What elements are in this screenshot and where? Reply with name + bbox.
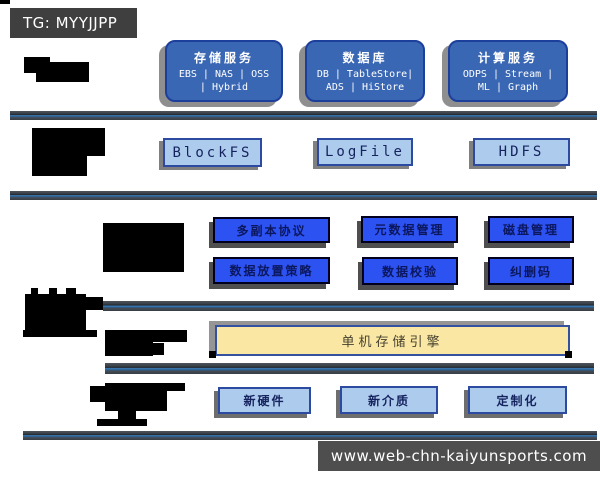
hw-box-new-media: 新介质 bbox=[340, 386, 438, 414]
fs-box-label: BlockFS bbox=[172, 144, 253, 161]
divider-bar bbox=[105, 363, 594, 374]
hw-box-label: 新介质 bbox=[367, 393, 410, 408]
feature-box-data-verify: 数据校验 bbox=[362, 257, 458, 285]
divider-bar bbox=[10, 191, 597, 200]
feature-box-label: 纠删码 bbox=[509, 264, 552, 279]
divider-bar bbox=[23, 431, 597, 440]
service-box-line1: ODPS | Stream | bbox=[462, 68, 554, 80]
fs-box-label: HDFS bbox=[498, 144, 545, 160]
redacted-text bbox=[36, 62, 89, 82]
hw-box-customization: 定制化 bbox=[468, 386, 567, 414]
service-box-line2: ML | Graph bbox=[477, 81, 539, 93]
service-box-line2: ADS | HiStore bbox=[325, 81, 405, 93]
redacted-text bbox=[31, 288, 38, 295]
feature-box-label: 磁盘管理 bbox=[502, 223, 559, 237]
redacted-text bbox=[60, 297, 103, 310]
service-box-title: 计算服务 bbox=[477, 50, 538, 65]
feature-box-replica-protocol: 多副本协议 bbox=[213, 217, 330, 243]
hw-box-label: 定制化 bbox=[496, 393, 539, 408]
fs-box-logfile: LogFile bbox=[317, 138, 413, 166]
feature-box-label: 元数据管理 bbox=[374, 223, 445, 237]
watermark-url: www.web-chn-kaiyunsports.com bbox=[330, 447, 588, 465]
feature-box-label: 数据校验 bbox=[381, 264, 438, 279]
feature-box-label: 多副本协议 bbox=[236, 223, 307, 238]
fs-box-blockfs: BlockFS bbox=[163, 138, 262, 167]
service-box-storage: 存储服务 EBS | NAS | OSS | Hybrid bbox=[165, 40, 283, 102]
redacted-text bbox=[105, 398, 165, 411]
hw-box-new-hardware: 新硬件 bbox=[218, 387, 311, 414]
feature-box-metadata-mgmt: 元数据管理 bbox=[361, 216, 458, 243]
tag-badge: TG: MYYJJPP bbox=[10, 8, 137, 38]
redacted-text bbox=[97, 419, 147, 426]
redacted-text bbox=[66, 288, 76, 295]
divider-bar bbox=[10, 111, 597, 120]
tag-badge-text: TG: MYYJJPP bbox=[23, 14, 118, 32]
watermark-banner: www.web-chn-kaiyunsports.com bbox=[318, 441, 600, 471]
service-box-line2: | Hybrid bbox=[199, 81, 249, 93]
divider-bar bbox=[103, 301, 594, 311]
engine-box-label: 单机存储引擎 bbox=[341, 335, 444, 350]
redacted-text bbox=[105, 340, 153, 356]
hw-box-label: 新硬件 bbox=[243, 394, 286, 408]
service-box-title: 数据库 bbox=[342, 50, 388, 65]
resize-handle bbox=[565, 351, 572, 358]
redacted-text bbox=[150, 343, 164, 355]
fs-box-hdfs: HDFS bbox=[473, 138, 570, 166]
feature-box-placement-policy: 数据放置策略 bbox=[213, 257, 330, 284]
service-box-compute: 计算服务 ODPS | Stream | ML | Graph bbox=[448, 40, 568, 102]
redacted-text bbox=[167, 383, 185, 391]
redacted-text bbox=[23, 330, 97, 337]
service-box-line1: DB | TableStore| bbox=[316, 68, 414, 80]
fs-box-label: LogFile bbox=[324, 144, 405, 160]
redacted-text bbox=[105, 330, 187, 342]
feature-box-erasure-coding: 纠删码 bbox=[488, 257, 574, 285]
service-box-title: 存储服务 bbox=[193, 50, 254, 65]
corner-artifact bbox=[0, 0, 10, 4]
redacted-text bbox=[55, 128, 105, 156]
redacted-text bbox=[103, 223, 184, 272]
feature-box-disk-mgmt: 磁盘管理 bbox=[488, 216, 574, 243]
engine-box: 单机存储引擎 bbox=[215, 325, 570, 356]
resize-handle bbox=[209, 351, 216, 358]
redacted-text bbox=[49, 288, 57, 295]
service-box-line1: EBS | NAS | OSS bbox=[178, 68, 270, 80]
service-box-database: 数据库 DB | TableStore| ADS | HiStore bbox=[305, 40, 425, 102]
feature-box-label: 数据放置策略 bbox=[229, 264, 314, 278]
